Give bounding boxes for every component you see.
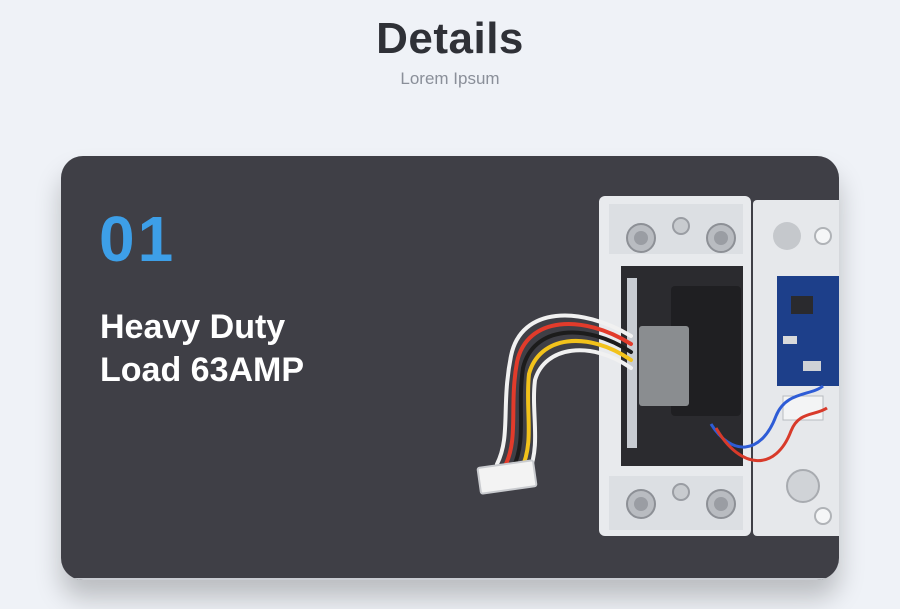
feature-title-line-1: Heavy Duty [100,308,286,346]
feature-title: Heavy Duty Load 63AMP [100,306,400,392]
wire-connector [476,459,538,495]
feature-number: 01 [99,203,177,275]
terminal-screws-bottom [609,476,743,530]
feature-title-line-2: Load 63AMP [100,351,305,389]
product-image [476,196,839,536]
page-subtitle: Lorem Ipsum [400,69,500,88]
terminal-screws-top [626,217,736,253]
feature-card: 01 Heavy Duty Load 63AMP [61,156,839,580]
wire-harness [495,313,633,474]
page-title: Details [376,14,524,63]
